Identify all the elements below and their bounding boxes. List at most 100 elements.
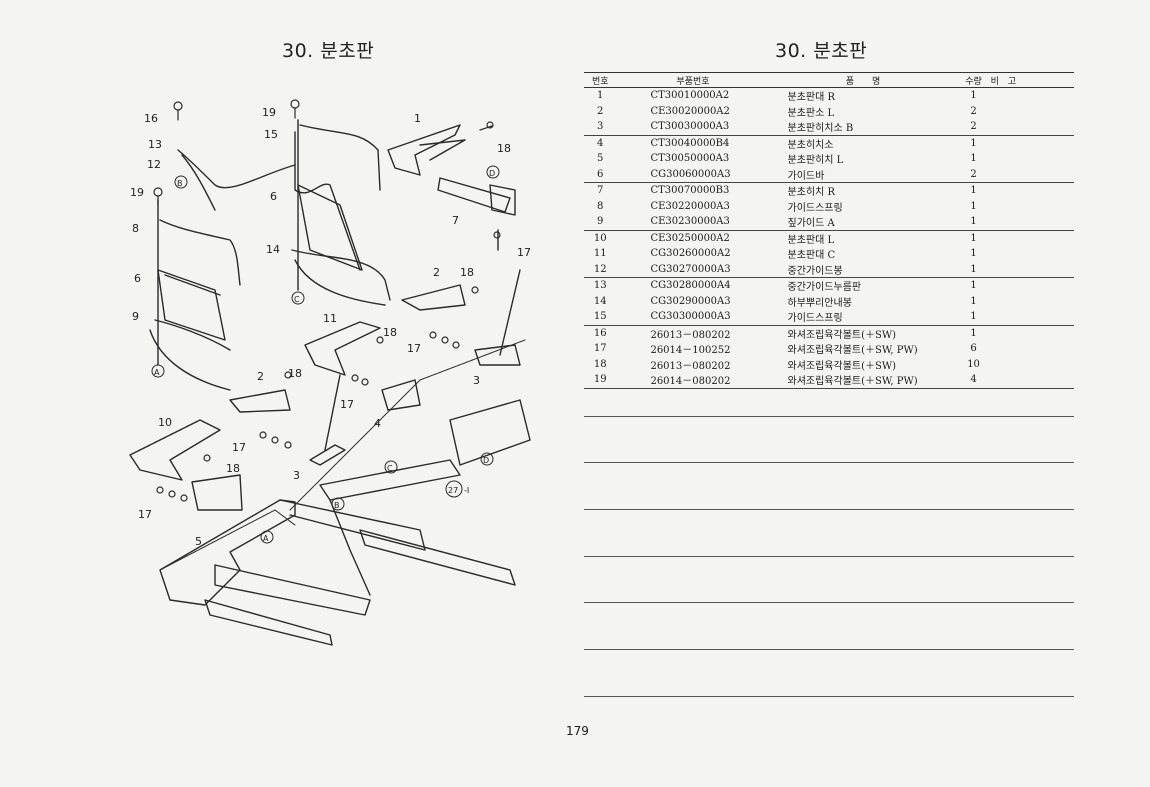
callout-18d: 18: [288, 367, 302, 380]
row-part-number: CE30220000A3: [650, 200, 730, 212]
part-7-bracket: [437, 177, 516, 251]
ref-circle-a: [151, 364, 165, 378]
exploded-parts-diagram: 16 13 12 19 8 6 9 19 15 6 14 1 18 7 17 2…: [120, 90, 540, 650]
circle-c2-label: C: [387, 464, 393, 473]
row-quantity: 1: [970, 248, 977, 260]
row-quantity: 1: [970, 137, 977, 149]
row-quantity: 1: [970, 185, 977, 197]
row-number: 5: [597, 153, 604, 165]
row-part-name: 하부뿌리안내봉: [787, 297, 852, 309]
row-number: 18: [593, 358, 607, 370]
row-part-number: CE30230000A3: [616, 214, 770, 231]
row-quantity: 1: [970, 153, 977, 165]
ruled-line: [584, 696, 1074, 697]
page-title-left: 30. 분초판: [282, 40, 375, 62]
row-part-name: 분초판히치 L: [787, 155, 844, 167]
table-row: 1 CT30010000A2 분초판대 R 1: [584, 88, 1074, 104]
row-quantity: 1: [970, 90, 977, 102]
table-row: 18 26013－080202 와셔조립육각볼트(＋SW) 10: [584, 357, 1074, 373]
callout-11: 11: [323, 312, 337, 325]
row-remarks: [991, 104, 1074, 120]
ref-circle-d: [486, 165, 500, 179]
circle-d2-label: D: [483, 456, 489, 465]
callout-13: 13: [148, 138, 162, 151]
row-part-name: 분초히치 R: [787, 187, 836, 199]
row-quantity: 2: [970, 105, 977, 117]
row-remarks: [991, 246, 1074, 262]
callout-17c: 17: [340, 398, 354, 411]
row-number: 10: [593, 232, 607, 244]
ruled-line: [584, 462, 1074, 463]
ref-circle-d2: [480, 452, 494, 466]
callout-8: 8: [132, 222, 139, 235]
circle-27-label: 27: [448, 486, 458, 495]
row-number: 15: [584, 309, 617, 326]
row-part-number: 26014－080202: [616, 372, 770, 389]
callout-18a: 18: [497, 142, 511, 155]
row-number: 2: [597, 105, 604, 117]
part-5-hitch: [191, 474, 243, 511]
row-quantity: 6: [970, 343, 977, 355]
section-boundary: [159, 339, 526, 571]
row-remarks: [991, 135, 1074, 151]
row-quantity: 1: [956, 214, 991, 231]
row-part-name: 분초판히치소 B: [769, 119, 957, 136]
row-number: 1: [597, 90, 604, 102]
row-part-number: CT30010000A2: [650, 90, 730, 102]
row-number: 14: [593, 295, 607, 307]
ref-circle-b2: [331, 497, 345, 511]
row-number: 9: [584, 214, 617, 231]
row-remarks: [990, 372, 1074, 389]
row-remarks: [991, 325, 1074, 341]
header-remarks: 비 고: [990, 72, 1074, 88]
ref-circle-c2: [384, 460, 398, 474]
row-part-name: 와셔조립육각볼트(＋SW): [787, 360, 897, 372]
row-number: 16: [593, 327, 607, 339]
row-quantity: 4: [956, 372, 991, 389]
header-part-no: 부품번호: [616, 72, 770, 88]
row-part-number: CG30270000A3: [616, 261, 770, 278]
row-part-name: 와셔조립육각볼트(＋SW): [787, 329, 897, 341]
guide-rod-left: [149, 149, 296, 391]
row-remarks: [990, 214, 1074, 231]
row-quantity: 1: [956, 309, 991, 326]
callout-3a: 3: [473, 374, 480, 387]
ruled-line: [584, 602, 1074, 603]
row-part-name: 분초판대 C: [787, 250, 836, 262]
machine-frame: [159, 399, 531, 646]
reference-circles: [151, 165, 500, 544]
header-qty: 수량: [956, 72, 991, 88]
callout-3b: 3: [293, 469, 300, 482]
row-quantity: 10: [967, 358, 980, 370]
ref-circle-b: [174, 175, 188, 189]
row-remarks: [990, 261, 1074, 278]
row-number: 17: [593, 343, 607, 355]
row-part-number: 26013－080202: [650, 360, 731, 372]
row-remarks: [991, 183, 1074, 199]
row-part-number: CT30030000A3: [616, 119, 770, 136]
part-1-plate: [387, 124, 466, 176]
guide-rod-middle: [291, 119, 391, 306]
callout-12: 12: [147, 158, 161, 171]
row-quantity: 1: [970, 200, 977, 212]
ref-circle-27: [445, 480, 463, 498]
ruled-line: [584, 556, 1074, 557]
row-part-number: 26014－100252: [650, 345, 731, 357]
row-remarks: [991, 151, 1074, 167]
row-part-name: 분초판대 R: [787, 92, 836, 104]
row-part-name: 짚가이드 A: [769, 214, 957, 231]
row-remarks: [991, 357, 1074, 373]
table-header-row: 번호 부품번호 품 명 수량 비 고: [584, 72, 1074, 88]
